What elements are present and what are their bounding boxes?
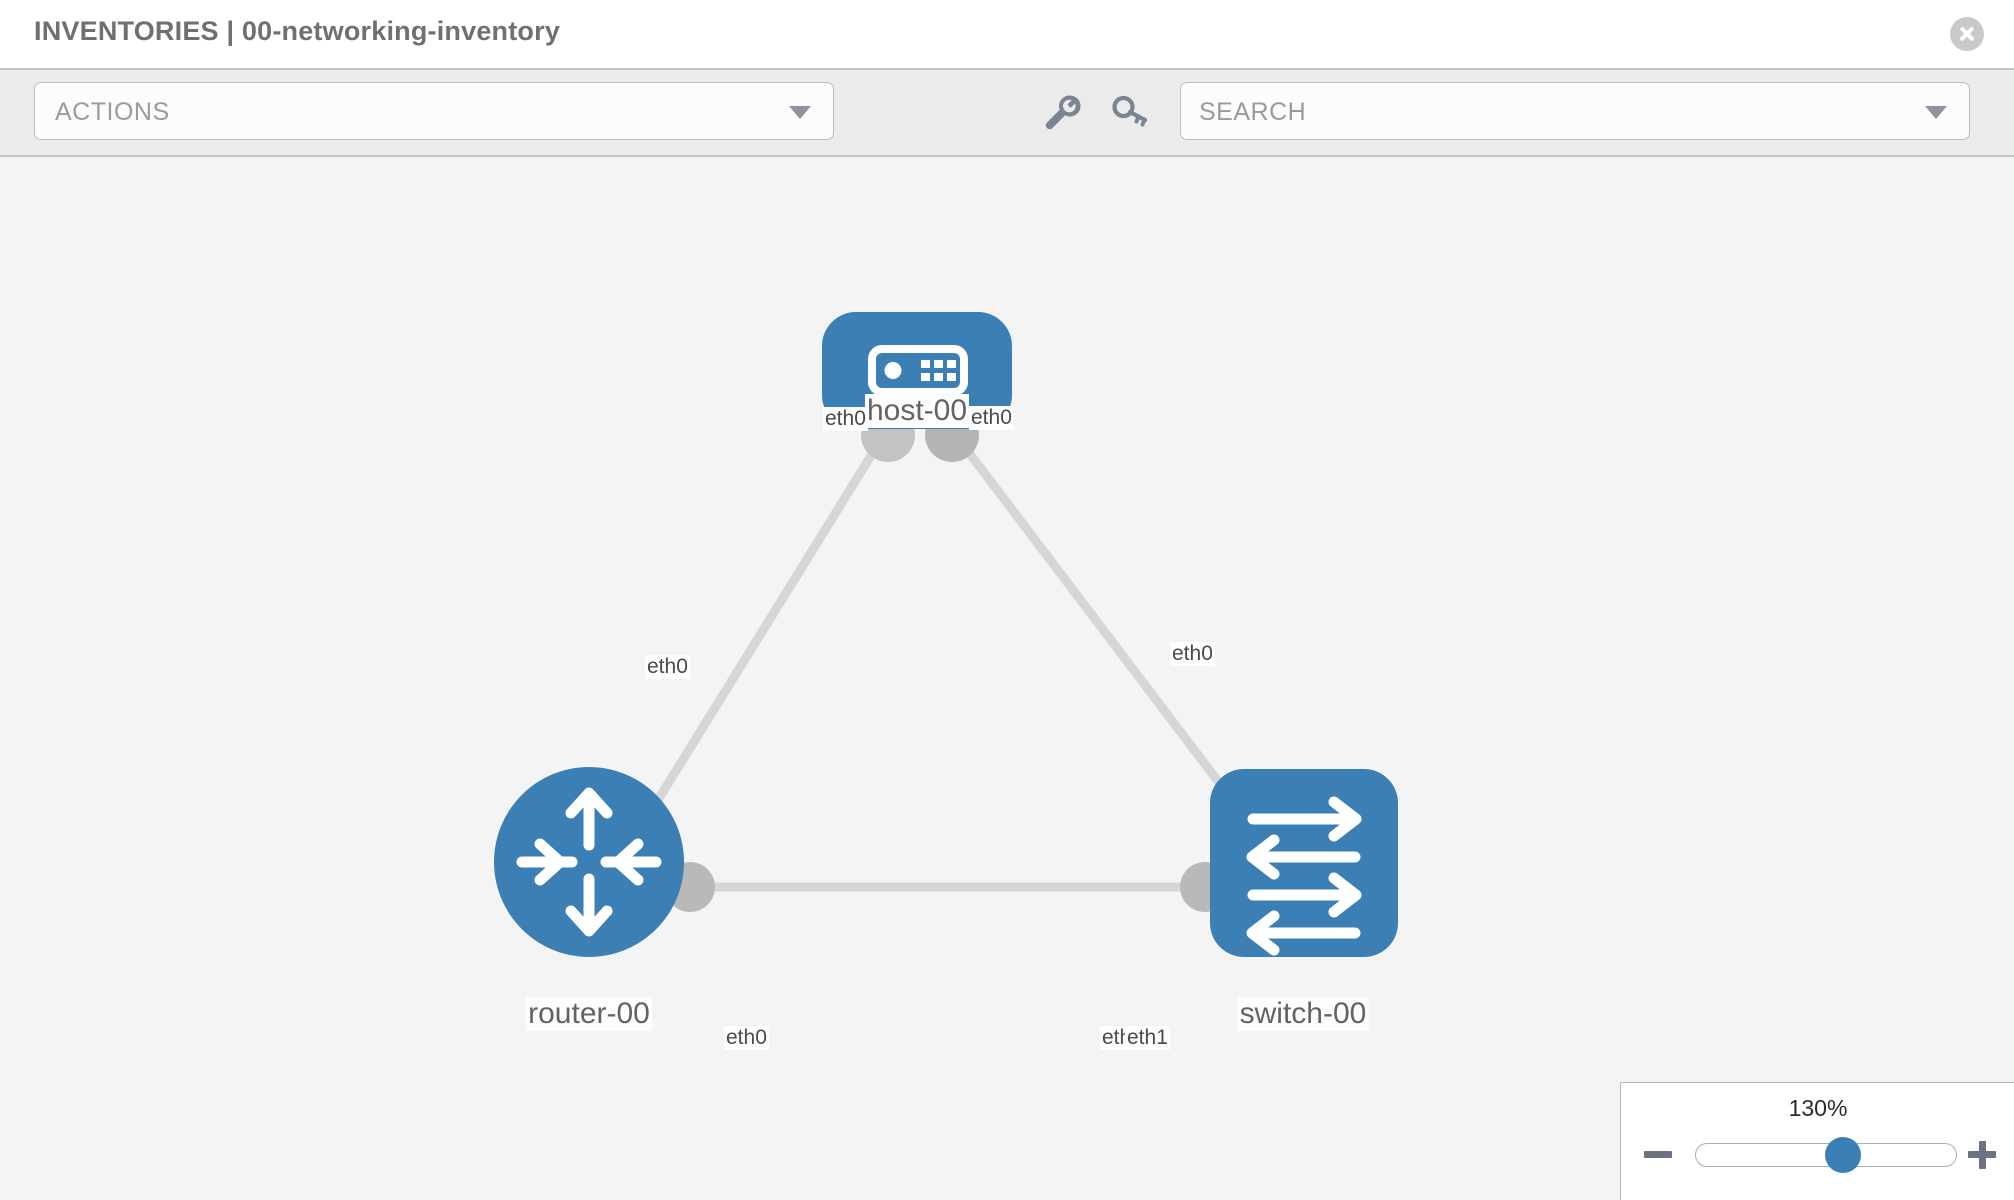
close-icon[interactable] <box>1950 17 1984 51</box>
topology-graph <box>494 312 1398 957</box>
zoom-slider-row <box>1621 1135 2014 1175</box>
node-label-router-00: router-00 <box>526 997 652 1031</box>
zoom-level-value: 130% <box>1788 1095 1848 1121</box>
node-router-00 <box>494 767 684 957</box>
edge-label-switch-up: eth0 <box>1170 642 1215 666</box>
edge-label-switch-left-eth1: eth1 <box>1125 1026 1170 1050</box>
router-arrows-icon <box>516 787 662 937</box>
edge-label-host-right: eth0 <box>969 406 1014 430</box>
zoom-slider[interactable] <box>1695 1137 1957 1173</box>
edge-label-router-right: eth0 <box>724 1026 769 1050</box>
node-switch-00 <box>1210 769 1398 957</box>
link-host-switch <box>944 422 1249 820</box>
edge-label-host-left: eth0 <box>823 407 868 431</box>
node-label-switch-00: switch-00 <box>1237 997 1369 1031</box>
zoom-slider-thumb[interactable] <box>1824 1137 1861 1173</box>
switch-arrows-icon <box>1246 796 1362 956</box>
page-title: INVENTORIES | 00-networking-inventory <box>34 16 561 46</box>
link-host-router <box>636 422 894 832</box>
zoom-in-button[interactable] <box>1965 1135 1999 1173</box>
wrench-icon[interactable] <box>1040 90 1084 134</box>
topology-canvas[interactable]: host-00 router-00 switch-00 eth0 eth0 et… <box>0 157 2014 1200</box>
zoom-out-button[interactable] <box>1641 1135 1675 1173</box>
search-input[interactable]: SEARCH <box>1180 82 1970 140</box>
key-icon[interactable] <box>1108 90 1152 134</box>
chevron-down-icon[interactable] <box>1925 106 1947 119</box>
node-label-host-00: host-00 <box>864 394 970 428</box>
edge-label-router-up: eth0 <box>645 655 690 679</box>
search-placeholder: SEARCH <box>1199 98 1307 126</box>
topology-links <box>636 422 1249 892</box>
server-icon <box>868 345 968 396</box>
chevron-down-icon <box>789 106 811 119</box>
toolbar: ACTIONS SEARCH <box>0 68 2014 157</box>
page-header: INVENTORIES | 00-networking-inventory <box>0 0 2014 68</box>
zoom-control-panel: 130% <box>1620 1082 2014 1200</box>
actions-dropdown-label: ACTIONS <box>55 98 170 126</box>
actions-dropdown[interactable]: ACTIONS <box>34 82 834 140</box>
